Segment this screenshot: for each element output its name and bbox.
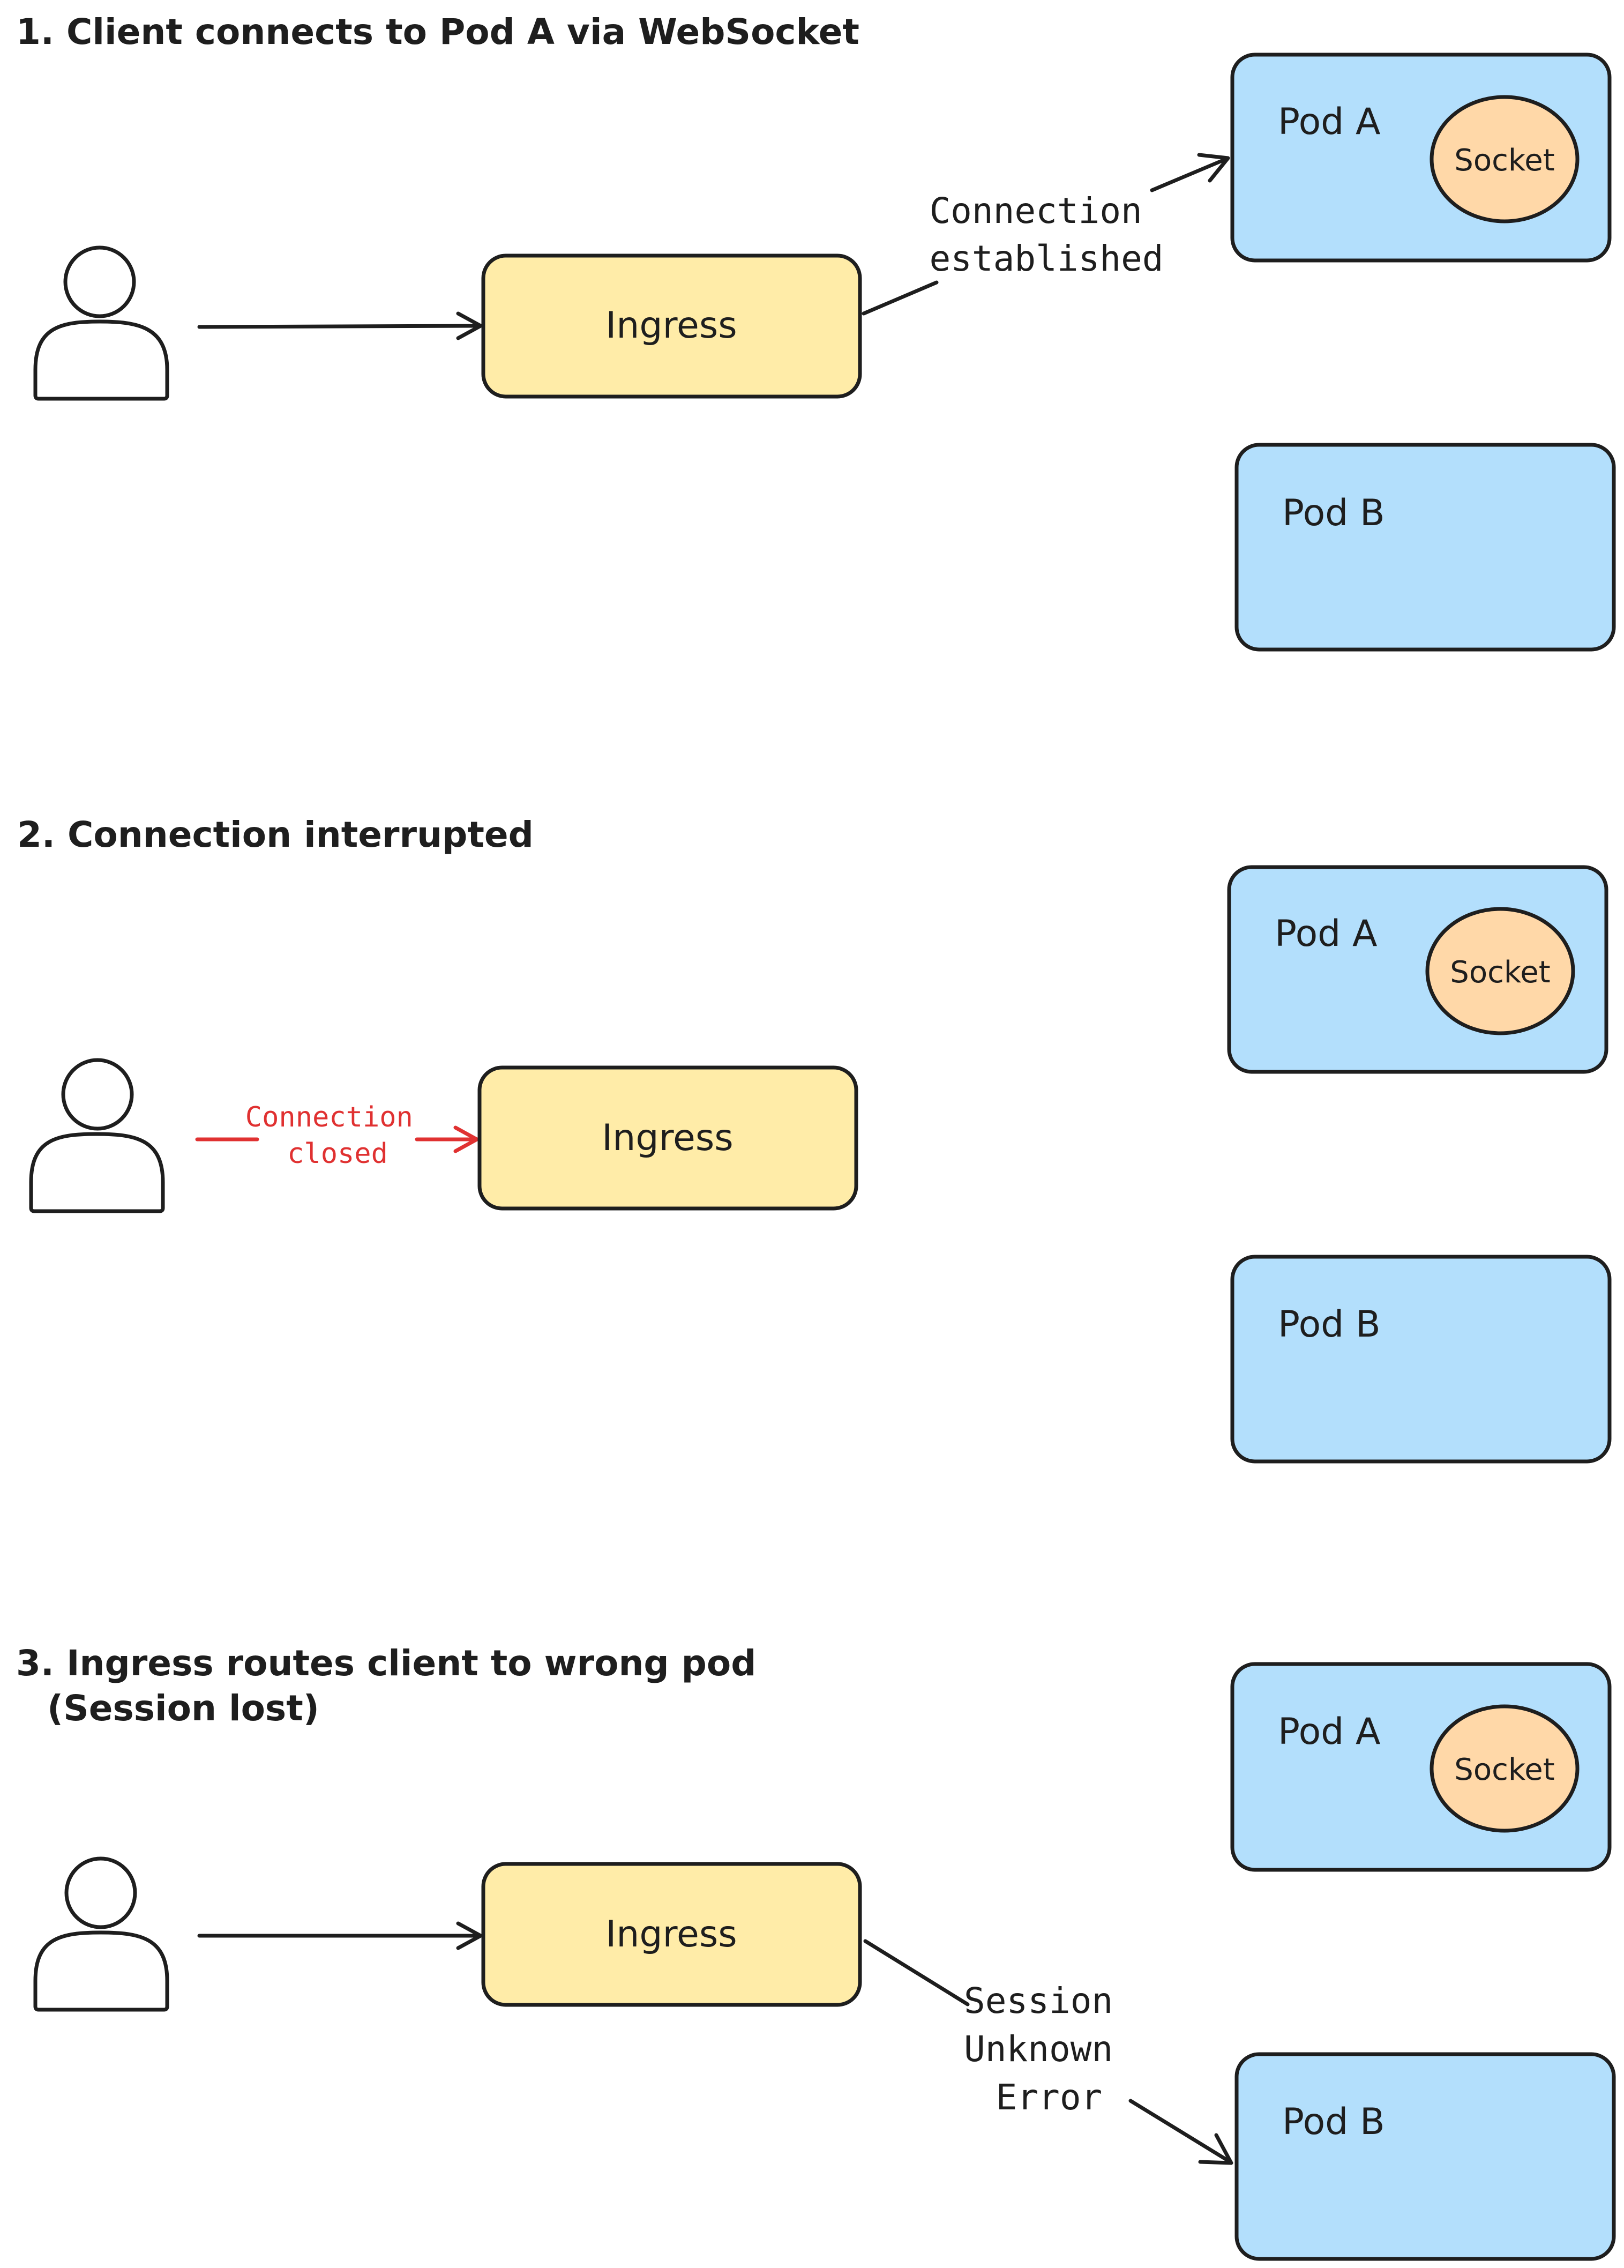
pod-b-box: Pod B	[1230, 1255, 1612, 1464]
socket-circle: Socket	[1430, 95, 1580, 223]
ingress-to-pod-b-arrow	[863, 1939, 1233, 2165]
client-to-ingress-arrow	[197, 311, 483, 340]
socket-label: Socket	[1454, 143, 1554, 178]
ingress-label: Ingress	[605, 1913, 737, 1956]
connection-established-note: Connection established	[929, 190, 1163, 279]
pod-a-box: Pod A Socket	[1230, 53, 1612, 263]
connection-closed-arrow	[195, 1125, 479, 1153]
section-3-heading: 3. Ingress routes client to wrong pod (S…	[16, 1643, 768, 1729]
section-2: 2. Connection interrupted Connection clo…	[17, 814, 1612, 1464]
pod-b-label: Pod B	[1282, 492, 1385, 534]
client-user-icon	[33, 1856, 169, 2012]
pod-b-box: Pod B	[1234, 443, 1616, 652]
client-to-ingress-arrow	[197, 1921, 483, 1950]
client-user-icon	[29, 1058, 165, 1213]
connection-closed-note: Connection closed	[245, 1101, 430, 1170]
ingress-box: Ingress	[481, 1862, 862, 2007]
pod-b-label: Pod B	[1282, 2101, 1385, 2143]
pod-b-label: Pod B	[1278, 1303, 1381, 1346]
socket-label: Socket	[1450, 955, 1550, 990]
section-1-heading: 1. Client connects to Pod A via WebSocke…	[16, 11, 859, 53]
pod-b-box: Pod B	[1234, 2052, 1616, 2261]
pod-a-label: Pod A	[1278, 101, 1380, 143]
ingress-label: Ingress	[602, 1117, 733, 1159]
pod-a-box: Pod A Socket	[1227, 865, 1608, 1074]
socket-circle: Socket	[1425, 907, 1575, 1035]
ingress-label: Ingress	[605, 304, 737, 347]
section-2-heading: 2. Connection interrupted	[17, 814, 534, 855]
socket-circle: Socket	[1430, 1704, 1580, 1833]
pod-a-box: Pod A Socket	[1230, 1662, 1612, 1872]
section-3: 3. Ingress routes client to wrong pod (S…	[16, 1643, 1616, 2261]
section-1: 1. Client connects to Pod A via WebSocke…	[16, 11, 1616, 652]
socket-label: Socket	[1454, 1752, 1554, 1787]
session-unknown-error-note: Session Unknown Error	[964, 1980, 1134, 2118]
ingress-box: Ingress	[481, 253, 862, 399]
ingress-box: Ingress	[477, 1065, 858, 1211]
pod-a-label: Pod A	[1278, 1711, 1380, 1753]
pod-a-label: Pod A	[1275, 913, 1377, 955]
ingress-to-pod-a-arrow	[862, 153, 1230, 316]
client-user-icon	[33, 245, 169, 401]
